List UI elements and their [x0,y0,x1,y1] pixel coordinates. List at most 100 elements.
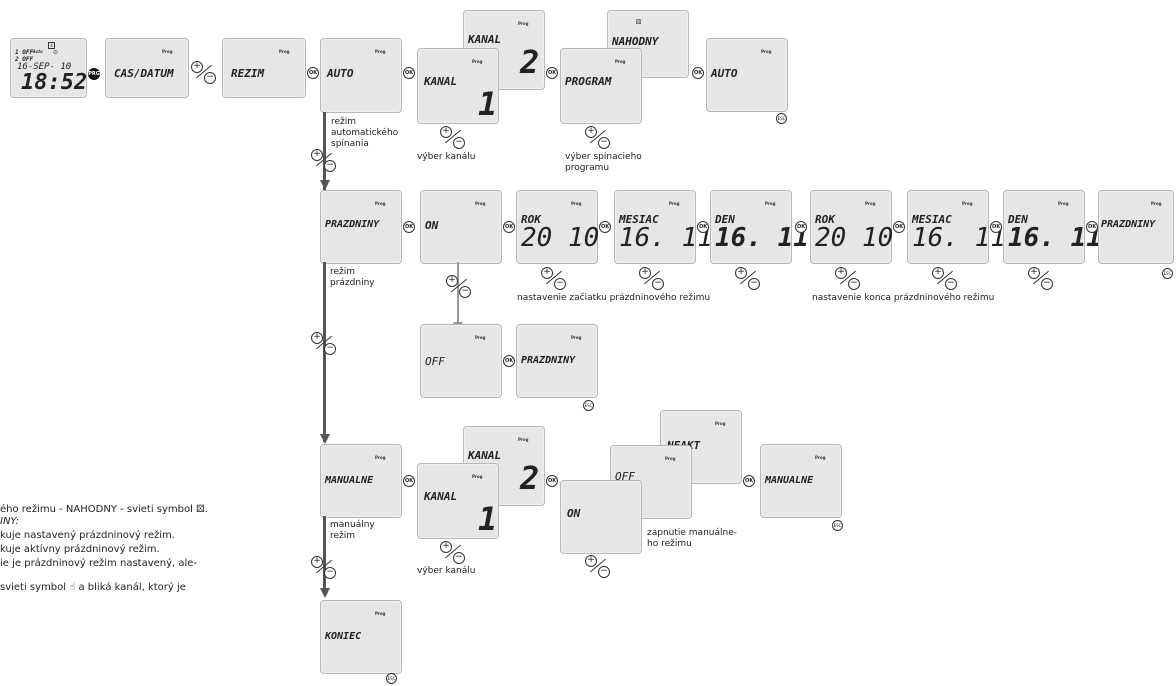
esc-button[interactable]: ESC [776,113,787,124]
plus-minus-control[interactable]: + − [311,332,337,355]
flow-arrow [323,516,326,594]
side-note-5: ie je prázdninový režim nastavený, ale- [0,558,198,569]
ok-button[interactable]: OK [307,67,319,79]
mesiac-label: MESIAC [619,213,659,226]
ok-button[interactable]: OK [403,221,415,233]
screen-cas-datum: Prog CAS/DATUM [105,38,189,98]
clock-display: 1 OFF Auto 4 ⊙ 2 OFF 16-SEP- 10 18:52 [10,38,87,98]
minus-icon: − [748,278,760,290]
plus-icon: + [541,267,553,279]
kanal-text: KANAL [424,75,458,88]
esc-button[interactable]: ESC [832,520,843,531]
prog-label: Prog [962,201,973,206]
ok-button[interactable]: OK [403,475,415,487]
screen-mesiac-start: Prog MESIAC 16. 11 [614,190,713,264]
caption-prazdniny-mode: režim prázdniny [330,267,375,288]
ok-button[interactable]: OK [990,221,1002,233]
minus-icon: − [204,72,216,84]
ok-button[interactable]: OK [743,475,755,487]
esc-button[interactable]: ESC [1162,268,1173,279]
esc-button[interactable]: ESC [583,400,594,411]
auto-text: AUTO [327,67,354,80]
plus-minus-control[interactable]: + − [585,555,611,578]
plus-minus-control[interactable]: + − [191,61,217,84]
plus-minus-control[interactable]: + − [1028,267,1054,290]
side-note-3: kuje nastavený prázdninový režim. [0,530,175,541]
plus-minus-control[interactable]: + − [541,267,567,290]
screen-prazdniny-off: Prog PRAZDNINY [516,324,598,398]
plus-minus-control[interactable]: + − [735,267,761,290]
minus-icon: − [945,278,957,290]
ok-button[interactable]: OK [403,67,415,79]
plus-minus-control[interactable]: + − [311,556,337,579]
manualne-text: MANUALNE [765,475,814,486]
minus-icon: − [598,137,610,149]
plus-minus-control[interactable]: + − [446,275,472,298]
screen-program: Prog PROGRAM [560,48,642,124]
plus-icon: + [735,267,747,279]
caption-manual-mode: manuálny režim [330,520,375,541]
screen-off: Prog OFF [420,324,502,398]
prazdniny-text: PRAZDNINY [325,219,380,230]
screen-prazdniny-end: Prog PRAZDNINY [1098,190,1174,264]
prog-label: Prog [279,49,290,54]
prog-label: Prog [665,456,676,461]
mesiac-label: MESIAC [912,213,952,226]
screen-manualne: Prog MANUALNE [320,444,402,518]
screen-kanal-1: Prog KANAL 1 [417,48,499,124]
plus-minus-control[interactable]: + − [311,149,337,172]
minus-icon: − [324,160,336,172]
prazdniny-text: PRAZDNINY [521,355,576,366]
minus-icon: − [324,343,336,355]
esc-button[interactable]: ESC [386,673,397,684]
prg-button[interactable]: PRG [88,68,100,80]
plus-minus-control[interactable]: + − [440,541,466,564]
plus-minus-control[interactable]: + − [639,267,665,290]
plus-minus-control[interactable]: + − [585,126,611,149]
auto-end-text: AUTO [711,67,738,80]
minus-icon: − [1041,278,1053,290]
prog-label: Prog [375,201,386,206]
plus-minus-control[interactable]: + − [932,267,958,290]
prog-label: Prog [518,437,529,442]
prog-label: Prog [865,201,876,206]
ok-button[interactable]: OK [692,67,704,79]
off-partial-text: OFF [615,470,635,483]
kanal-2-value: 2 [520,459,540,497]
screen-rok-end: Prog ROK 20 10 [810,190,894,264]
ok-button[interactable]: OK [795,221,807,233]
prog-label: Prog [1151,201,1162,206]
plus-icon: + [191,61,203,73]
plus-icon: + [440,126,452,138]
ok-button[interactable]: OK [503,221,515,233]
kanal-2-value: 2 [520,43,540,81]
minus-icon: − [652,278,664,290]
prog-label: Prog [571,335,582,340]
screen-nahodny: ⚄ NAHODNY [607,10,689,78]
ok-button[interactable]: OK [546,475,558,487]
flow-arrowhead [320,588,330,598]
prazdniny-text: PRAZDNINY [1101,219,1156,230]
prog-label: Prog [815,455,826,460]
ok-button[interactable]: OK [893,221,905,233]
plus-minus-control[interactable]: + − [835,267,861,290]
minus-icon: − [554,278,566,290]
screen-den-start: Prog DEN 16. 11 [710,190,809,264]
prog-label: Prog [375,455,386,460]
ok-button[interactable]: OK [1086,221,1098,233]
prog-label: Prog [615,59,626,64]
caption-start: nastavenie začiatku prázdninového režimu [517,293,711,303]
ok-button[interactable]: OK [599,221,611,233]
plus-minus-control[interactable]: + − [440,126,466,149]
ok-button[interactable]: OK [503,355,515,367]
ok-button[interactable]: OK [697,221,709,233]
minus-icon: − [848,278,860,290]
ok-button[interactable]: OK [546,67,558,79]
prog-label: Prog [518,21,529,26]
rok-value: 20 10 [815,223,894,253]
prog-label: Prog [765,201,776,206]
screen-kanal-1: Prog KANAL 1 [417,463,499,539]
screen-den-end: Prog DEN 16. 11 [1003,190,1102,264]
screen-rezim: Prog REZIM [222,38,306,98]
plus-icon: + [311,556,323,568]
